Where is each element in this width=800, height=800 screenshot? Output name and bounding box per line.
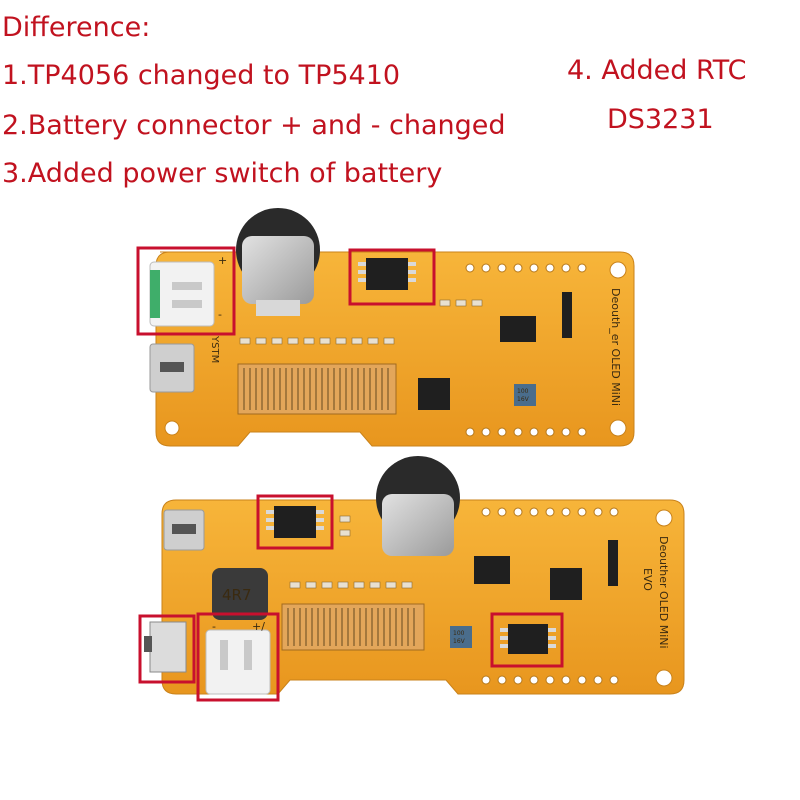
bottom-rtc-ic xyxy=(508,624,548,654)
bottom-board-silkscreen-evo: EVO xyxy=(641,568,654,591)
top-side-silkscreen: YSTM xyxy=(209,335,220,363)
bottom-inductor-label: 4R7 xyxy=(222,586,252,604)
top-highlight-charger-ic xyxy=(348,248,436,306)
bottom-board-silkscreen: Deouther OLED MiNi xyxy=(657,536,670,649)
bottom-connector-pin-1 xyxy=(220,640,228,670)
bottom-pin-plus: +/ xyxy=(252,620,265,633)
bottom-oled-pads xyxy=(287,608,415,646)
top-connector-pin-2 xyxy=(172,300,202,308)
bottom-chip-right xyxy=(608,540,618,586)
top-mount-hole-right-bottom xyxy=(609,419,627,437)
top-mcu-qfn xyxy=(418,378,450,410)
difference-heading: Difference: xyxy=(2,12,151,43)
bottom-connector-pin-2 xyxy=(244,640,252,670)
rtc-note-line-2: DS3231 xyxy=(607,104,714,135)
top-coin-clip xyxy=(256,300,300,316)
bottom-mount-hole-right-bottom xyxy=(655,669,673,687)
bottom-oled-connector xyxy=(281,603,425,651)
bottom-electrolytic-cap xyxy=(450,626,472,648)
bottom-rtc-ic-pins xyxy=(500,628,556,648)
top-oled-pads xyxy=(243,368,389,410)
top-charger-ic-pins xyxy=(358,262,416,282)
rtc-note-line-1: 4. Added RTC xyxy=(567,55,747,86)
top-chip-right xyxy=(562,292,572,338)
top-connector-pin-1 xyxy=(172,282,202,290)
bottom-charger-ic xyxy=(274,506,316,538)
bottom-switch-lever xyxy=(144,636,152,652)
top-connector-tab xyxy=(150,270,160,318)
bottom-charger-ic-pins xyxy=(266,510,324,530)
top-usb-port xyxy=(160,362,184,372)
bottom-regulator xyxy=(474,556,510,584)
top-electrolytic-cap xyxy=(514,384,536,406)
bottom-mount-hole-right-top xyxy=(655,509,673,527)
bottom-pin-minus: - xyxy=(212,620,216,633)
bottom-power-switch xyxy=(149,621,187,673)
bottom-header-holes xyxy=(481,507,619,685)
top-charger-ic xyxy=(366,258,408,290)
bottom-highlight-battery-connector xyxy=(196,612,280,702)
bottom-inductor xyxy=(212,568,268,620)
difference-item-3: 3.Added power switch of battery xyxy=(2,158,443,189)
bottom-highlight-rtc xyxy=(490,612,564,668)
top-pin-minus: - xyxy=(218,308,222,321)
difference-item-1: 1.TP4056 changed to TP5410 xyxy=(2,60,401,91)
top-board: + - xyxy=(136,208,635,447)
top-smd-passives xyxy=(239,299,483,345)
top-mount-hole-right-top xyxy=(609,261,627,279)
bottom-smd-passives xyxy=(289,515,413,589)
bottom-battery-connector xyxy=(205,629,271,695)
top-mount-hole-left xyxy=(164,420,180,436)
bottom-coin-cell xyxy=(382,494,454,556)
bottom-usb-port xyxy=(172,524,196,534)
top-coin-cell xyxy=(242,236,314,304)
bottom-highlight-charger-ic xyxy=(256,494,334,550)
top-regulator xyxy=(500,316,536,342)
top-header-holes xyxy=(465,263,587,437)
top-highlight-battery-connector xyxy=(136,246,236,336)
bottom-highlight-power-switch xyxy=(138,614,196,684)
bottom-mcu-qfn xyxy=(550,568,582,600)
difference-item-2: 2.Battery connector + and - changed xyxy=(2,110,506,141)
top-pin-plus: + xyxy=(218,254,227,267)
top-board-silkscreen: Deouth_er OLED MiNi xyxy=(609,288,622,406)
bottom-board: 4R7 - +/ xyxy=(138,456,685,702)
